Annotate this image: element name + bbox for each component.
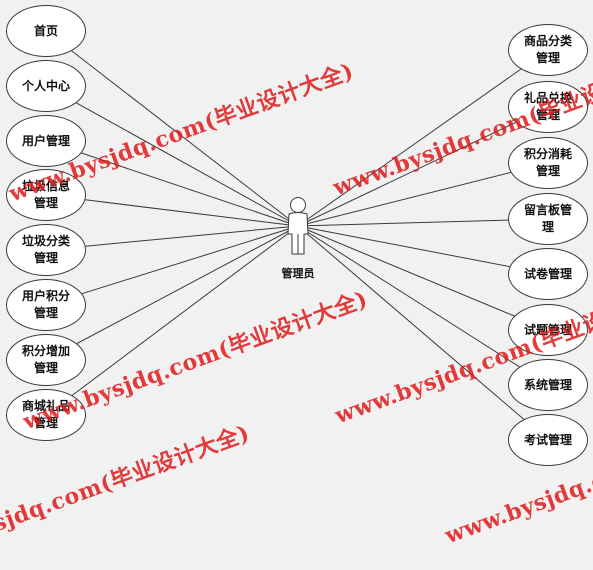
association-line — [297, 171, 511, 227]
association-line — [297, 121, 516, 227]
user-actor-icon — [287, 197, 309, 255]
use-case-exam-paper-management: 试卷管理 — [508, 248, 588, 300]
association-line — [81, 225, 299, 295]
association-line — [81, 152, 299, 227]
association-line — [76, 225, 299, 344]
association-line — [297, 225, 520, 368]
use-case-mall-gift-management: 商城礼品管理 — [6, 389, 86, 441]
use-case-diagram: 首页 个人中心 用户管理 垃圾信息管理 垃圾分类管理 用户积分管理 积分增加管理… — [0, 5, 593, 569]
use-case-gift-exchange-management: 礼品兑换管理 — [508, 81, 588, 133]
association-line — [297, 225, 510, 268]
association-line — [297, 225, 525, 420]
association-line — [297, 68, 522, 227]
actor-label: 管理员 — [281, 267, 315, 280]
association-line — [297, 225, 515, 317]
use-case-points-increase-management: 积分增加管理 — [6, 334, 86, 386]
use-case-product-category-management: 商品分类管理 — [508, 24, 588, 76]
association-line — [85, 199, 299, 227]
use-case-question-management: 试题管理 — [508, 304, 588, 356]
use-case-message-board-management: 留言板管理 — [508, 193, 588, 245]
use-case-system-management: 系统管理 — [508, 359, 588, 411]
use-case-garbage-category-management: 垃圾分类管理 — [6, 224, 86, 276]
use-case-user-points-management: 用户积分管理 — [6, 279, 86, 331]
use-case-user-management: 用户管理 — [6, 115, 86, 167]
use-case-exam-management: 考试管理 — [508, 414, 588, 466]
association-line — [297, 219, 509, 227]
association-line — [71, 225, 299, 396]
use-case-garbage-info-management: 垃圾信息管理 — [6, 169, 86, 221]
use-case-home: 首页 — [6, 5, 86, 57]
use-case-personal-center: 个人中心 — [6, 60, 86, 112]
association-line — [85, 225, 299, 247]
association-line — [71, 50, 299, 227]
association-lines — [71, 50, 525, 420]
use-case-points-consumption-management: 积分消耗管理 — [508, 137, 588, 189]
association-line — [76, 102, 299, 227]
